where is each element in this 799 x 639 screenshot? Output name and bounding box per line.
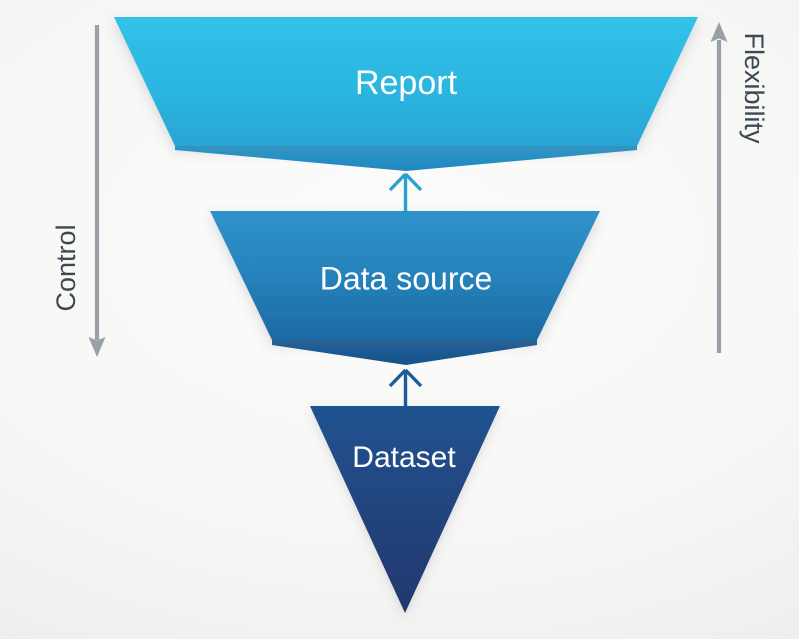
connector-upper-arrow-icon [388,172,423,212]
stage-data-source-body[interactable] [210,211,600,340]
connector-lower-arrow-icon [388,368,423,408]
control-axis-label: Control [51,224,81,311]
stage-data-source-fold [272,338,537,365]
flexibility-axis-arrowhead-up-icon [710,22,728,42]
stage-report-fold [175,144,637,171]
flexibility-axis-label: Flexibility [739,32,769,144]
stage-report-label: Report [355,64,458,102]
stage-dataset-body[interactable] [310,406,500,613]
control-axis-arrowhead-down-icon [88,337,106,357]
stage-report-body[interactable] [114,17,698,146]
stage-dataset-label: Dataset [352,441,456,474]
stage-data-source[interactable]: Data source [210,211,600,365]
stage-report[interactable]: Report [114,17,698,171]
stage-dataset[interactable]: Dataset [310,406,500,613]
control-axis: Control [51,25,106,357]
connector-data-source-to-report [388,172,423,212]
stage-data-source-label: Data source [320,260,493,296]
connector-dataset-to-data-source [388,368,423,408]
flexibility-axis: Flexibility [710,22,769,353]
